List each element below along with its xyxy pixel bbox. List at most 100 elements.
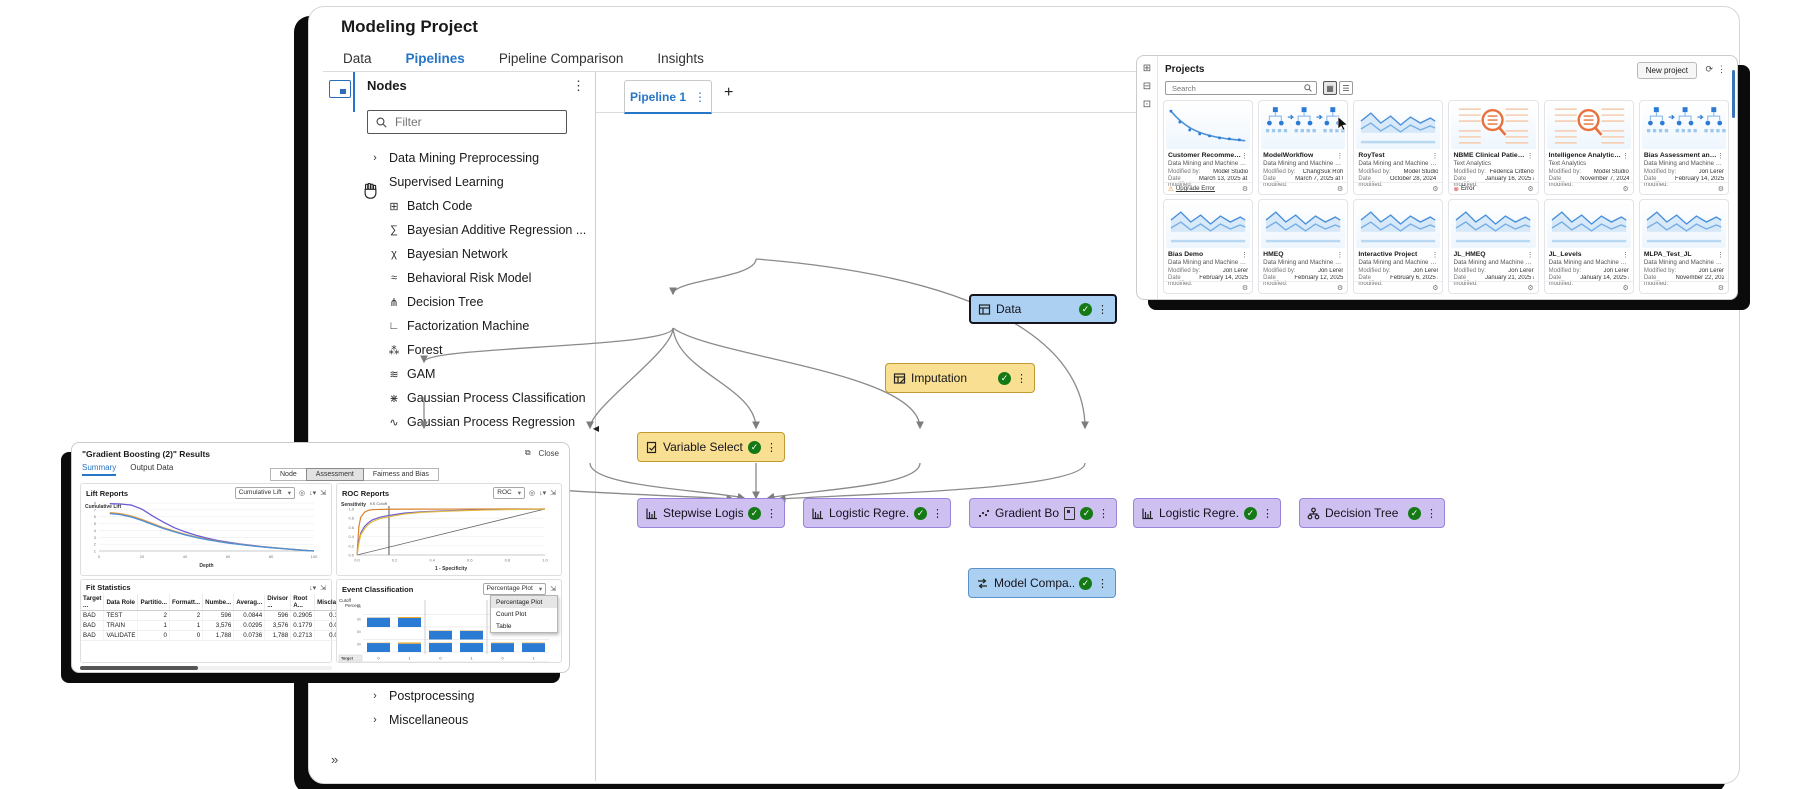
status-link[interactable]: Upgrade Error (1175, 185, 1216, 192)
tab-data[interactable]: Data (343, 51, 372, 66)
group-data-mining-preprocessing[interactable]: ›Data Mining Preprocessing (373, 151, 540, 165)
node-menu-icon[interactable]: ⋮ (1097, 577, 1108, 590)
panel-resize-arrow-icon[interactable]: ◀ (592, 424, 599, 433)
menu-item-table[interactable]: Table (496, 622, 512, 630)
gear-icon[interactable]: ⚙ (1241, 284, 1249, 292)
refresh-icon[interactable]: ⟳ (1705, 64, 1713, 74)
project-card[interactable]: JL_Levels⋮Data Mining and Machine Learni… (1543, 199, 1634, 294)
project-card[interactable]: NBME Clinical Patient Notes (R...⋮Text A… (1448, 100, 1539, 195)
expand-icon[interactable]: ⇲ (550, 490, 556, 497)
pipeline-node-modelcomp[interactable]: Model Compa...✓⋮ (968, 568, 1116, 598)
node-item-gaussian-process-regression[interactable]: ∿Gaussian Process Regression (355, 410, 594, 434)
card-menu-icon[interactable]: ⋮ (1431, 252, 1439, 259)
pipeline-node-logistic1[interactable]: Logistic Regre...✓⋮ (803, 498, 951, 528)
rail-recent-icon[interactable]: ⊟ (1142, 81, 1152, 92)
card-menu-icon[interactable]: ⋮ (1621, 153, 1629, 160)
nodes-panel-menu-icon[interactable]: ⋮ (572, 78, 585, 93)
node-menu-icon[interactable]: ⋮ (1426, 507, 1437, 520)
node-menu-icon[interactable]: ⋮ (766, 441, 777, 454)
pipeline-node-dtree[interactable]: Decision Tree✓⋮ (1299, 498, 1445, 528)
expand-icon[interactable]: ⇲ (320, 584, 326, 592)
pipeline-node-gradient[interactable]: Gradient Bo...✓⋮ (969, 498, 1117, 528)
download-icon[interactable]: ↓▾ (539, 490, 547, 497)
gear-icon[interactable]: ⚙ (1337, 185, 1344, 193)
gear-icon[interactable]: ⚙ (1241, 185, 1249, 193)
download-icon[interactable]: ↓▾ (309, 584, 317, 592)
node-menu-icon[interactable]: ⋮ (1098, 507, 1109, 520)
card-menu-icon[interactable]: ⋮ (1241, 153, 1249, 160)
rail-shared-icon[interactable]: ⊡ (1142, 99, 1152, 110)
rail-projects-icon[interactable]: ⊞ (1142, 63, 1152, 74)
pipeline-node-data[interactable]: Data✓⋮ (969, 294, 1117, 324)
card-menu-icon[interactable]: ⋮ (1336, 153, 1344, 160)
tab-pipeline-1[interactable]: Pipeline 1 ⋮ (624, 80, 712, 114)
node-item-gam[interactable]: ≋GAM (355, 362, 594, 386)
segment-assessment[interactable]: Assessment (305, 468, 364, 481)
filter-field[interactable] (367, 110, 567, 134)
roc-dropdown[interactable]: ROC▾ (493, 487, 525, 499)
expand-icon[interactable]: ⇲ (320, 490, 326, 497)
filter-input[interactable] (393, 114, 537, 130)
card-menu-icon[interactable]: ⋮ (1621, 252, 1629, 259)
project-card[interactable]: Bias Demo⋮Data Mining and Machine Learni… (1163, 199, 1254, 294)
segment-fairness-and-bias[interactable]: Fairness and Bias (362, 468, 439, 481)
card-menu-icon[interactable]: ⋮ (1526, 252, 1534, 259)
node-item-forest[interactable]: ⁂Forest (355, 338, 594, 362)
group-miscellaneous[interactable]: ›Miscellaneous (373, 713, 469, 727)
pipeline-node-varsel[interactable]: Variable Select...✓⋮ (637, 432, 785, 462)
project-card[interactable]: RoyTest⋮Data Mining and Machine Learning… (1353, 100, 1444, 195)
gear-icon[interactable]: ⚙ (1622, 185, 1629, 193)
gear-icon[interactable]: ⚙ (1527, 284, 1534, 292)
gear-icon[interactable]: ⚙ (1717, 284, 1724, 292)
project-card[interactable]: HMEQ⋮Data Mining and Machine LearningMod… (1258, 199, 1349, 294)
pipeline-node-stepwise[interactable]: Stepwise Logis...✓⋮ (637, 498, 785, 528)
settings-icon[interactable]: ◎ (529, 490, 536, 497)
card-menu-icon[interactable]: ⋮ (1716, 153, 1724, 160)
node-item-factorization-machine[interactable]: ∟Factorization Machine (355, 314, 594, 338)
group-supervised-learning[interactable]: Supervised Learning (389, 175, 504, 189)
gear-icon[interactable]: ⚙ (1432, 284, 1439, 292)
card-menu-icon[interactable]: ⋮ (1526, 153, 1534, 160)
results-horizontal-scrollbar[interactable] (80, 666, 332, 670)
project-card[interactable]: Customer Recommendation E...⋮Data Mining… (1163, 100, 1254, 195)
node-item-gaussian-process-classification[interactable]: ⋇Gaussian Process Classification (355, 386, 594, 410)
popout-icon[interactable]: ⧉ (524, 448, 531, 457)
menu-item-percentage-plot[interactable]: Percentage Plot (491, 596, 557, 608)
close-button[interactable]: Close (538, 448, 559, 458)
node-menu-icon[interactable]: ⋮ (766, 507, 777, 520)
project-card[interactable]: Bias Assessment and Mitigation⋮Data Mini… (1638, 100, 1729, 195)
project-card[interactable]: MLPA_Test_JL⋮Data Mining and Machine Lea… (1638, 199, 1729, 294)
menu-item-count-plot[interactable]: Count Plot (496, 610, 527, 618)
add-pipeline-button[interactable]: + (724, 84, 734, 101)
node-menu-icon[interactable]: ⋮ (1262, 507, 1273, 520)
projects-search-input[interactable] (1170, 82, 1304, 94)
pipeline-node-imputation[interactable]: Imputation✓⋮ (885, 363, 1035, 393)
gear-icon[interactable]: ⚙ (1432, 185, 1439, 193)
node-item-behavioral-risk-model[interactable]: ≈Behavioral Risk Model (355, 266, 594, 290)
lift-dropdown[interactable]: Cumulative Lift▾ (234, 487, 295, 499)
expand-icon[interactable]: ⇲ (550, 586, 556, 593)
gear-icon[interactable]: ⚙ (1337, 284, 1344, 292)
node-item-bayesian-additive-regression[interactable]: ∑Bayesian Additive Regression ... (355, 218, 594, 242)
card-menu-icon[interactable]: ⋮ (1716, 252, 1724, 259)
card-menu-icon[interactable]: ⋮ (1431, 153, 1439, 160)
grid-view-toggle[interactable]: ▦ (1323, 81, 1337, 95)
event-plot-dropdown[interactable]: Percentage Plot▾ (482, 583, 547, 595)
pipeline-tab-menu-icon[interactable]: ⋮ (694, 89, 707, 104)
results-tab-summary[interactable]: Summary (82, 463, 117, 476)
node-menu-icon[interactable]: ⋮ (1016, 372, 1027, 385)
node-menu-icon[interactable]: ⋮ (932, 507, 943, 520)
node-menu-icon[interactable]: ⋮ (1097, 303, 1108, 316)
node-item-decision-tree[interactable]: ⋔Decision Tree (355, 290, 594, 314)
results-tab-output-data[interactable]: Output Data (130, 463, 174, 472)
node-item-batch-code[interactable]: ⊞Batch Code (355, 194, 594, 218)
segment-node[interactable]: Node (270, 468, 307, 481)
projects-search-field[interactable] (1165, 81, 1317, 95)
group-postprocessing[interactable]: ›Postprocessing (373, 689, 475, 703)
card-menu-icon[interactable]: ⋮ (1241, 252, 1249, 259)
card-menu-icon[interactable]: ⋮ (1336, 252, 1344, 259)
tab-insights[interactable]: Insights (657, 51, 704, 66)
